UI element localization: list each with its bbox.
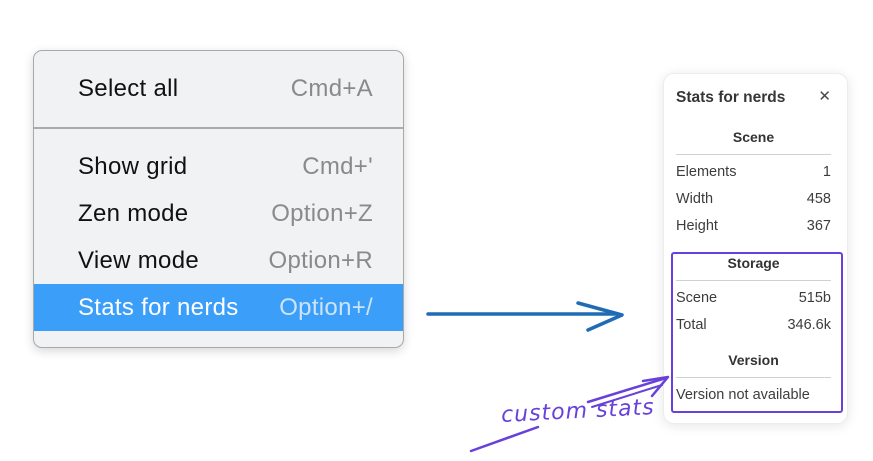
stat-value: 515b bbox=[798, 290, 831, 306]
divider bbox=[676, 377, 831, 378]
divider bbox=[676, 154, 831, 155]
flow-arrow-icon bbox=[426, 301, 624, 332]
stat-label: Elements bbox=[676, 164, 737, 180]
close-icon: ✕ bbox=[818, 88, 831, 105]
stat-label: Scene bbox=[676, 290, 718, 306]
stat-value: 367 bbox=[806, 218, 831, 234]
menu-item-stats-for-nerds[interactable]: Stats for nerds Option+/ bbox=[34, 284, 403, 331]
stat-value: 346.6k bbox=[787, 317, 831, 333]
menu-item-label: Stats for nerds bbox=[78, 293, 239, 321]
stat-row-width: Width 458 bbox=[676, 186, 831, 213]
stat-value: 458 bbox=[806, 191, 831, 207]
stat-label: Height bbox=[676, 218, 718, 234]
menu-item-label: Select all bbox=[78, 74, 179, 102]
version-note: Version not available bbox=[676, 387, 810, 403]
stat-label: Total bbox=[676, 317, 707, 333]
menu-item-view-mode[interactable]: View mode Option+R bbox=[34, 237, 403, 284]
menu-separator bbox=[34, 127, 403, 129]
menu-item-zen-mode[interactable]: Zen mode Option+Z bbox=[34, 190, 403, 237]
section-heading-version: Version bbox=[728, 352, 779, 368]
menu-item-shortcut: Cmd+A bbox=[290, 74, 373, 102]
menu-item-shortcut: Option+Z bbox=[271, 199, 373, 227]
annotation-label: custom stats bbox=[500, 394, 656, 429]
section-heading-scene: Scene bbox=[732, 129, 775, 145]
divider bbox=[676, 280, 831, 281]
menu-item-shortcut: Option+/ bbox=[279, 293, 373, 321]
menu-item-label: View mode bbox=[78, 246, 199, 274]
context-menu: Select all Cmd+A Show grid Cmd+' Zen mod… bbox=[33, 50, 404, 348]
menu-item-show-grid[interactable]: Show grid Cmd+' bbox=[34, 143, 403, 190]
stat-label: Width bbox=[676, 191, 714, 207]
stat-row-scene-size: Scene 515b bbox=[676, 285, 831, 312]
section-heading-storage: Storage bbox=[727, 255, 780, 271]
stat-row-height: Height 367 bbox=[676, 213, 831, 240]
storage-rows: Scene 515b Total 346.6k bbox=[676, 285, 831, 339]
stats-panel-title: Stats for nerds bbox=[676, 89, 786, 106]
close-button[interactable]: ✕ bbox=[818, 88, 831, 106]
scene-rows: Elements 1 Width 458 Height 367 bbox=[676, 159, 831, 240]
stat-value: 1 bbox=[822, 164, 831, 180]
menu-item-label: Zen mode bbox=[78, 199, 189, 227]
stats-panel-header: Stats for nerds ✕ bbox=[676, 88, 831, 107]
stat-row-elements: Elements 1 bbox=[676, 159, 831, 186]
menu-item-select-all[interactable]: Select all Cmd+A bbox=[34, 65, 403, 112]
menu-item-shortcut: Option+R bbox=[268, 246, 373, 274]
stat-row-total-size: Total 346.6k bbox=[676, 312, 831, 339]
stats-panel: Stats for nerds ✕ Scene Elements 1 Width… bbox=[663, 73, 848, 424]
menu-item-shortcut: Cmd+' bbox=[302, 152, 373, 180]
menu-item-label: Show grid bbox=[78, 152, 188, 180]
